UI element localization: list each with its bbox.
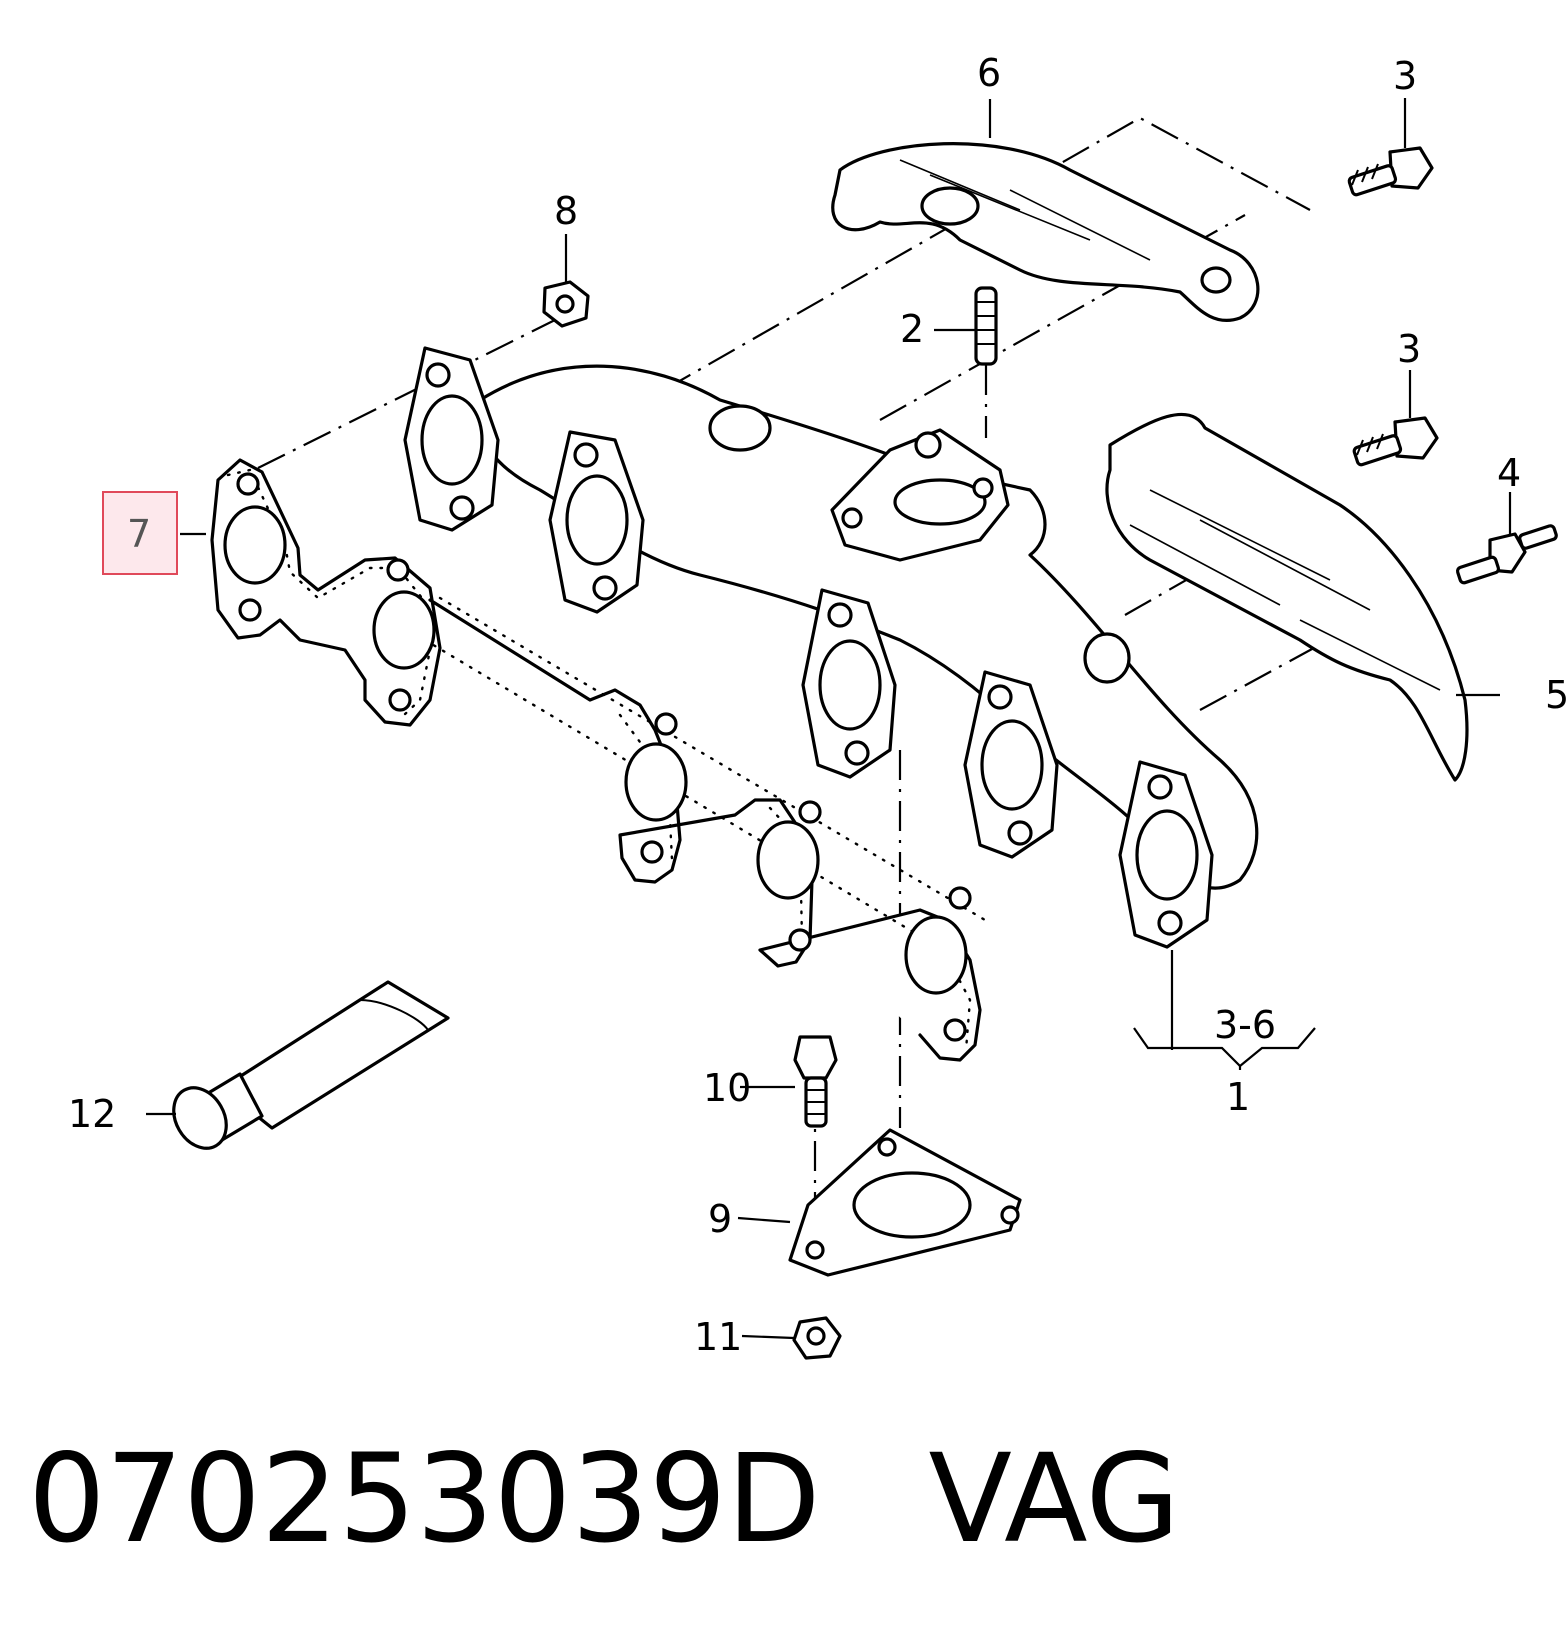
callout-5[interactable]: 5 xyxy=(1545,673,1568,717)
part-number: 070253039D xyxy=(28,1428,821,1570)
manifold-port-flanges xyxy=(403,346,1214,949)
bolt-upper[interactable] xyxy=(1347,146,1434,197)
callout-4[interactable]: 4 xyxy=(1497,451,1521,495)
brand-name: VAG xyxy=(928,1428,1181,1570)
port-flange-3 xyxy=(801,588,897,779)
callout-3-upper[interactable]: 3 xyxy=(1393,54,1417,98)
callout-12[interactable]: 12 xyxy=(68,1092,116,1136)
manifold-gasket[interactable] xyxy=(210,458,987,1062)
callout-1[interactable]: 1 xyxy=(1226,1075,1250,1119)
callout-2[interactable]: 2 xyxy=(900,307,924,351)
callout-11[interactable]: 11 xyxy=(694,1315,742,1359)
sealant-tube[interactable] xyxy=(163,980,450,1158)
port-flange-5 xyxy=(1118,760,1214,949)
callout-labels: 6 3 8 2 3 4 5 7 3-6 1 12 10 9 11 xyxy=(68,51,1568,1359)
part-caption: 070253039D VAG xyxy=(28,1438,1180,1560)
leader-lines xyxy=(146,98,1512,1340)
port-flange-2 xyxy=(548,430,645,614)
stud[interactable] xyxy=(974,286,998,366)
callout-7[interactable]: 7 xyxy=(127,512,151,556)
callout-9[interactable]: 9 xyxy=(708,1197,732,1241)
nut-upper[interactable] xyxy=(542,280,590,328)
selected-callout-highlight xyxy=(102,491,178,575)
flange-gasket[interactable] xyxy=(788,1128,1022,1277)
port-flange-4 xyxy=(963,670,1059,859)
nut-lower[interactable] xyxy=(792,1316,842,1360)
heat-shield-lower[interactable] xyxy=(1105,412,1469,782)
callout-6[interactable]: 6 xyxy=(977,51,1001,95)
port-flange-1 xyxy=(403,346,500,532)
stud-bolt[interactable] xyxy=(1455,524,1558,585)
heat-shield-upper[interactable] xyxy=(831,142,1260,322)
bolt-lower[interactable] xyxy=(1352,416,1439,467)
bolt-10[interactable] xyxy=(793,1035,838,1128)
callout-10[interactable]: 10 xyxy=(703,1066,751,1110)
callout-8[interactable]: 8 xyxy=(554,189,578,233)
callout-3-6[interactable]: 3-6 xyxy=(1214,1003,1276,1047)
callout-3-lower[interactable]: 3 xyxy=(1397,327,1421,371)
